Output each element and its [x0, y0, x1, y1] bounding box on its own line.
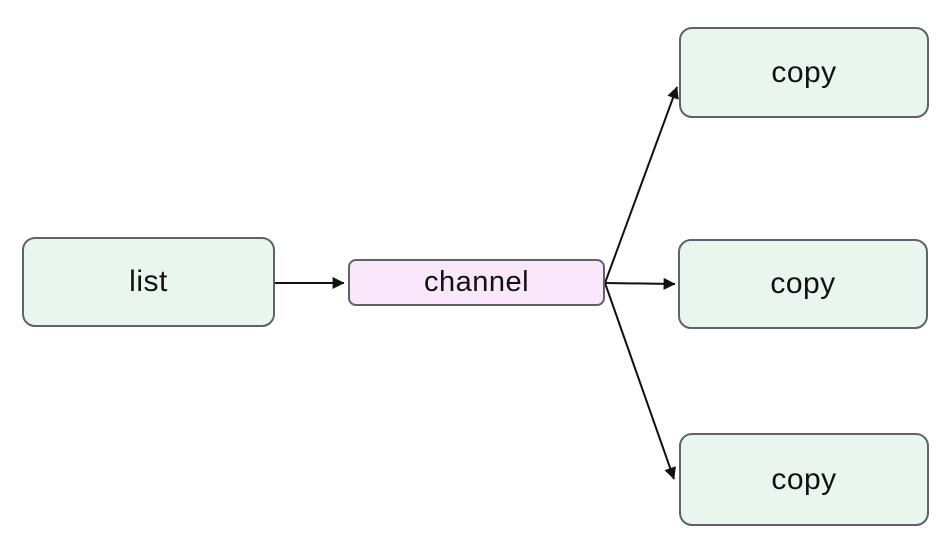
node-copy-2: copy	[678, 239, 928, 329]
node-copy-1: copy	[679, 27, 929, 118]
node-copy-3: copy	[679, 433, 929, 526]
node-list-label: list	[129, 265, 168, 298]
node-copy-1-label: copy	[771, 55, 837, 89]
node-channel: channel	[348, 259, 605, 306]
edge-channel-to-copy-2	[604, 277, 676, 290]
node-channel-label: channel	[423, 266, 530, 298]
node-list: list	[22, 237, 275, 327]
node-copy-2-label: copy	[770, 267, 836, 300]
edge-channel-to-copy-3	[604, 282, 676, 480]
node-copy-3-label: copy	[771, 462, 837, 496]
edge-channel-to-copy-1	[604, 86, 679, 284]
